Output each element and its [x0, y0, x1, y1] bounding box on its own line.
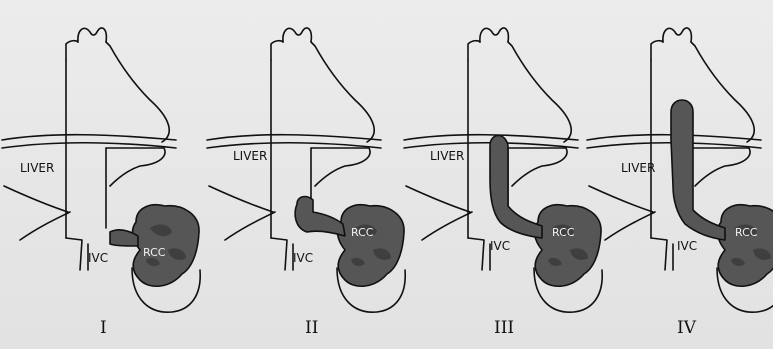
ivc-label: IVC — [293, 251, 313, 265]
tumor-label: RCC — [351, 226, 374, 239]
panel-stage-1: LIVER IVC RCC I — [2, 28, 200, 338]
stage-numeral: IV — [677, 318, 697, 338]
ivc-label: IVC — [677, 239, 697, 253]
kidney-tumor — [535, 205, 602, 286]
tumor-thrombus — [295, 197, 345, 236]
tumor-label: RCC — [735, 226, 758, 239]
kidney-tumor — [718, 205, 773, 286]
panel-stage-4: LIVER IVC RCC IV — [587, 28, 773, 338]
tumor-label: RCC — [143, 246, 166, 259]
panel-stage-2: LIVER IVC RCC II — [207, 28, 405, 338]
liver-label: LIVER — [20, 161, 54, 175]
tumor-thrombus — [490, 136, 542, 239]
liver-label: LIVER — [233, 149, 267, 163]
liver-label: LIVER — [430, 149, 464, 163]
ivc-label: IVC — [490, 239, 510, 253]
panel-stage-3: LIVER IVC RCC III — [404, 28, 602, 338]
stage-numeral: II — [305, 318, 318, 338]
stage-numeral: I — [100, 318, 107, 338]
kidney-tumor — [338, 205, 405, 286]
liver-label: LIVER — [621, 161, 655, 175]
ivc-label: IVC — [88, 251, 108, 265]
tumor-label: RCC — [552, 226, 575, 239]
stage-numeral: III — [494, 318, 514, 338]
